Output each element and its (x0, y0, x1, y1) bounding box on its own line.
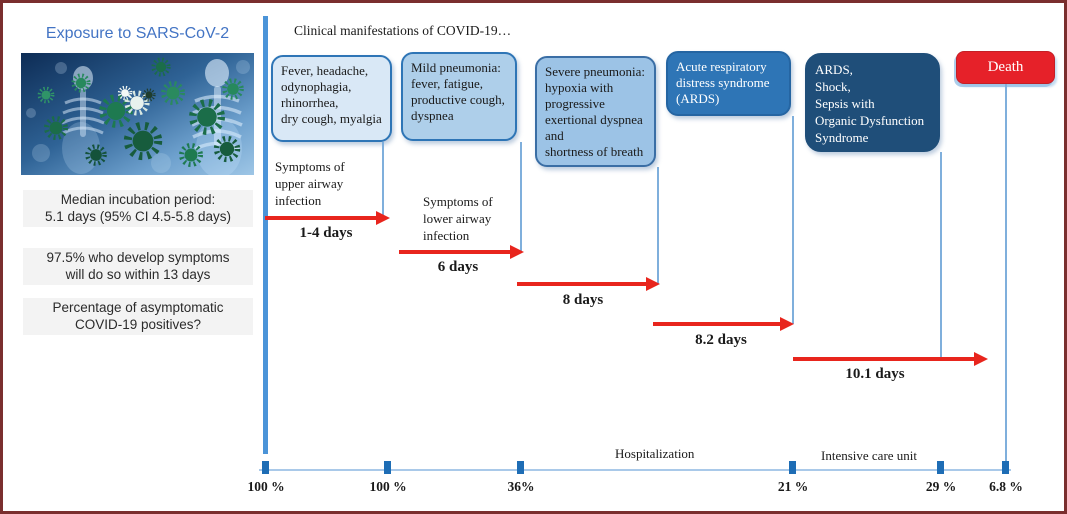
percentage-axis-line (259, 469, 1011, 471)
stage-death: Death (956, 51, 1055, 84)
duration-label-1: 1-4 days (299, 225, 353, 241)
connector-line-3 (657, 167, 659, 284)
symptom-onset-note: 97.5% who develop symptoms will do so wi… (23, 248, 253, 285)
duration-label-5: 10.1 days (845, 366, 905, 382)
percentage-label-6: 6.8 % (989, 479, 1023, 494)
stage-upper-airway-symptoms: Fever, headache, odynophagia, rhinorrhea… (271, 55, 392, 142)
axis-tick-2 (384, 461, 391, 474)
stage-ards: Acute respiratory distress syndrome (ARD… (666, 51, 791, 116)
connector-line-5 (940, 152, 942, 358)
incubation-note: Median incubation period: 5.1 days (95% … (23, 190, 253, 227)
percentage-label-5: 29 % (925, 479, 957, 494)
virus-image (21, 53, 254, 175)
percentage-label-3: 36% (507, 479, 535, 494)
percentage-label-2: 100 % (369, 479, 407, 494)
percentage-label-4: 21 % (777, 479, 809, 494)
duration-label-4: 8.2 days (695, 332, 747, 348)
clinical-manifestations-header: Clinical manifestations of COVID-19… (294, 23, 512, 38)
axis-tick-4 (789, 461, 796, 474)
percentage-label-1: 100 % (247, 479, 285, 494)
axis-tick-6 (1002, 461, 1009, 474)
lower-airway-annotation: Symptoms of lower airway infection (423, 194, 493, 243)
stage-mild-pneumonia: Mild pneumonia: fever, fatigue, producti… (401, 52, 517, 141)
icu-label: Intensive care unit (821, 448, 918, 463)
duration-arrow-2 (399, 250, 511, 254)
asymptomatic-question-note: Percentage of asymptomatic COVID-19 posi… (23, 298, 253, 335)
axis-tick-5 (937, 461, 944, 474)
stage-ards-shock-sepsis: ARDS, Shock, Sepsis with Organic Dysfunc… (805, 53, 940, 152)
duration-label-2: 6 days (437, 259, 479, 275)
exposure-timeline-axis (263, 16, 268, 454)
stage-severe-pneumonia: Severe pneumonia: hypoxia with progressi… (535, 56, 656, 167)
axis-tick-3 (517, 461, 524, 474)
axis-tick-1 (262, 461, 269, 474)
connector-line-2 (520, 142, 522, 252)
duration-arrow-4 (653, 322, 781, 326)
connector-line-4 (792, 116, 794, 324)
hospitalization-label: Hospitalization (615, 446, 695, 461)
duration-label-3: 8 days (562, 292, 604, 308)
exposure-title: Exposure to SARS-CoV-2 (45, 25, 230, 42)
upper-airway-annotation: Symptoms of upper airway infection (275, 159, 345, 208)
duration-arrow-1 (265, 216, 377, 220)
connector-line-1 (382, 142, 384, 218)
duration-arrow-5 (793, 357, 975, 361)
duration-arrow-3 (517, 282, 647, 286)
bokeh-lights (26, 60, 250, 173)
connector-line-death (1005, 84, 1007, 463)
